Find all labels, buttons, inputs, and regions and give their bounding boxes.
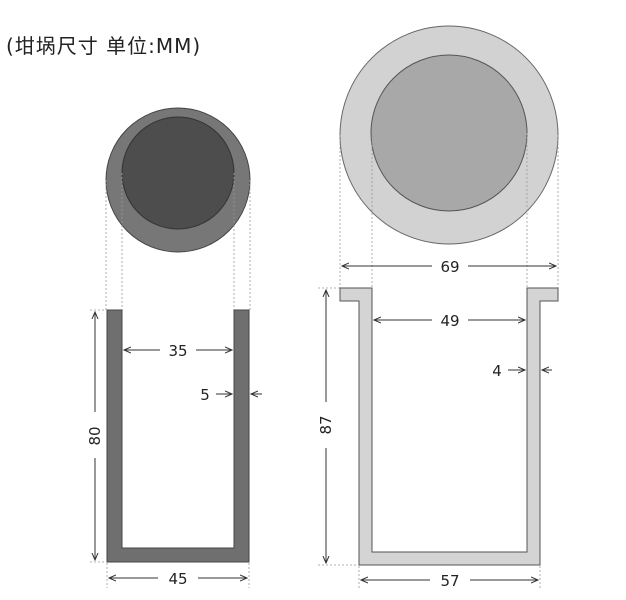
large-inner-width-label: 49 <box>440 312 459 330</box>
large-wall-label: 4 <box>492 362 502 380</box>
large-height-label: 87 <box>317 415 335 434</box>
large-dim-outer-width: 57 <box>358 566 541 590</box>
small-outer-width-label: 45 <box>168 570 187 588</box>
small-crucible-section <box>106 309 250 563</box>
small-dim-outer-width: 45 <box>106 563 250 588</box>
large-dim-flange-width: 69 <box>342 258 556 276</box>
large-projection-lines <box>339 133 559 320</box>
large-dim-height: 87 <box>317 287 359 566</box>
large-crucible-section <box>339 287 559 566</box>
large-outer-width-label: 57 <box>440 572 459 590</box>
small-dim-wall: 5 <box>200 386 262 404</box>
small-height-label: 80 <box>86 426 104 445</box>
large-flange-width-label: 69 <box>440 258 459 276</box>
small-inner-circle <box>121 116 235 230</box>
diagram-title: (坩埚尺寸 单位:MM) <box>6 34 202 58</box>
large-dim-wall: 4 <box>492 362 552 380</box>
small-inner-width-label: 35 <box>168 342 187 360</box>
large-dim-inner-width: 49 <box>374 312 525 330</box>
small-crucible-top-view <box>105 107 251 253</box>
small-wall-label: 5 <box>200 386 210 404</box>
small-dim-height: 80 <box>86 309 106 563</box>
small-dim-inner-width: 35 <box>124 342 232 360</box>
large-crucible-top-view <box>339 25 559 245</box>
small-projection-lines <box>105 173 251 310</box>
large-inner-circle <box>370 54 528 212</box>
